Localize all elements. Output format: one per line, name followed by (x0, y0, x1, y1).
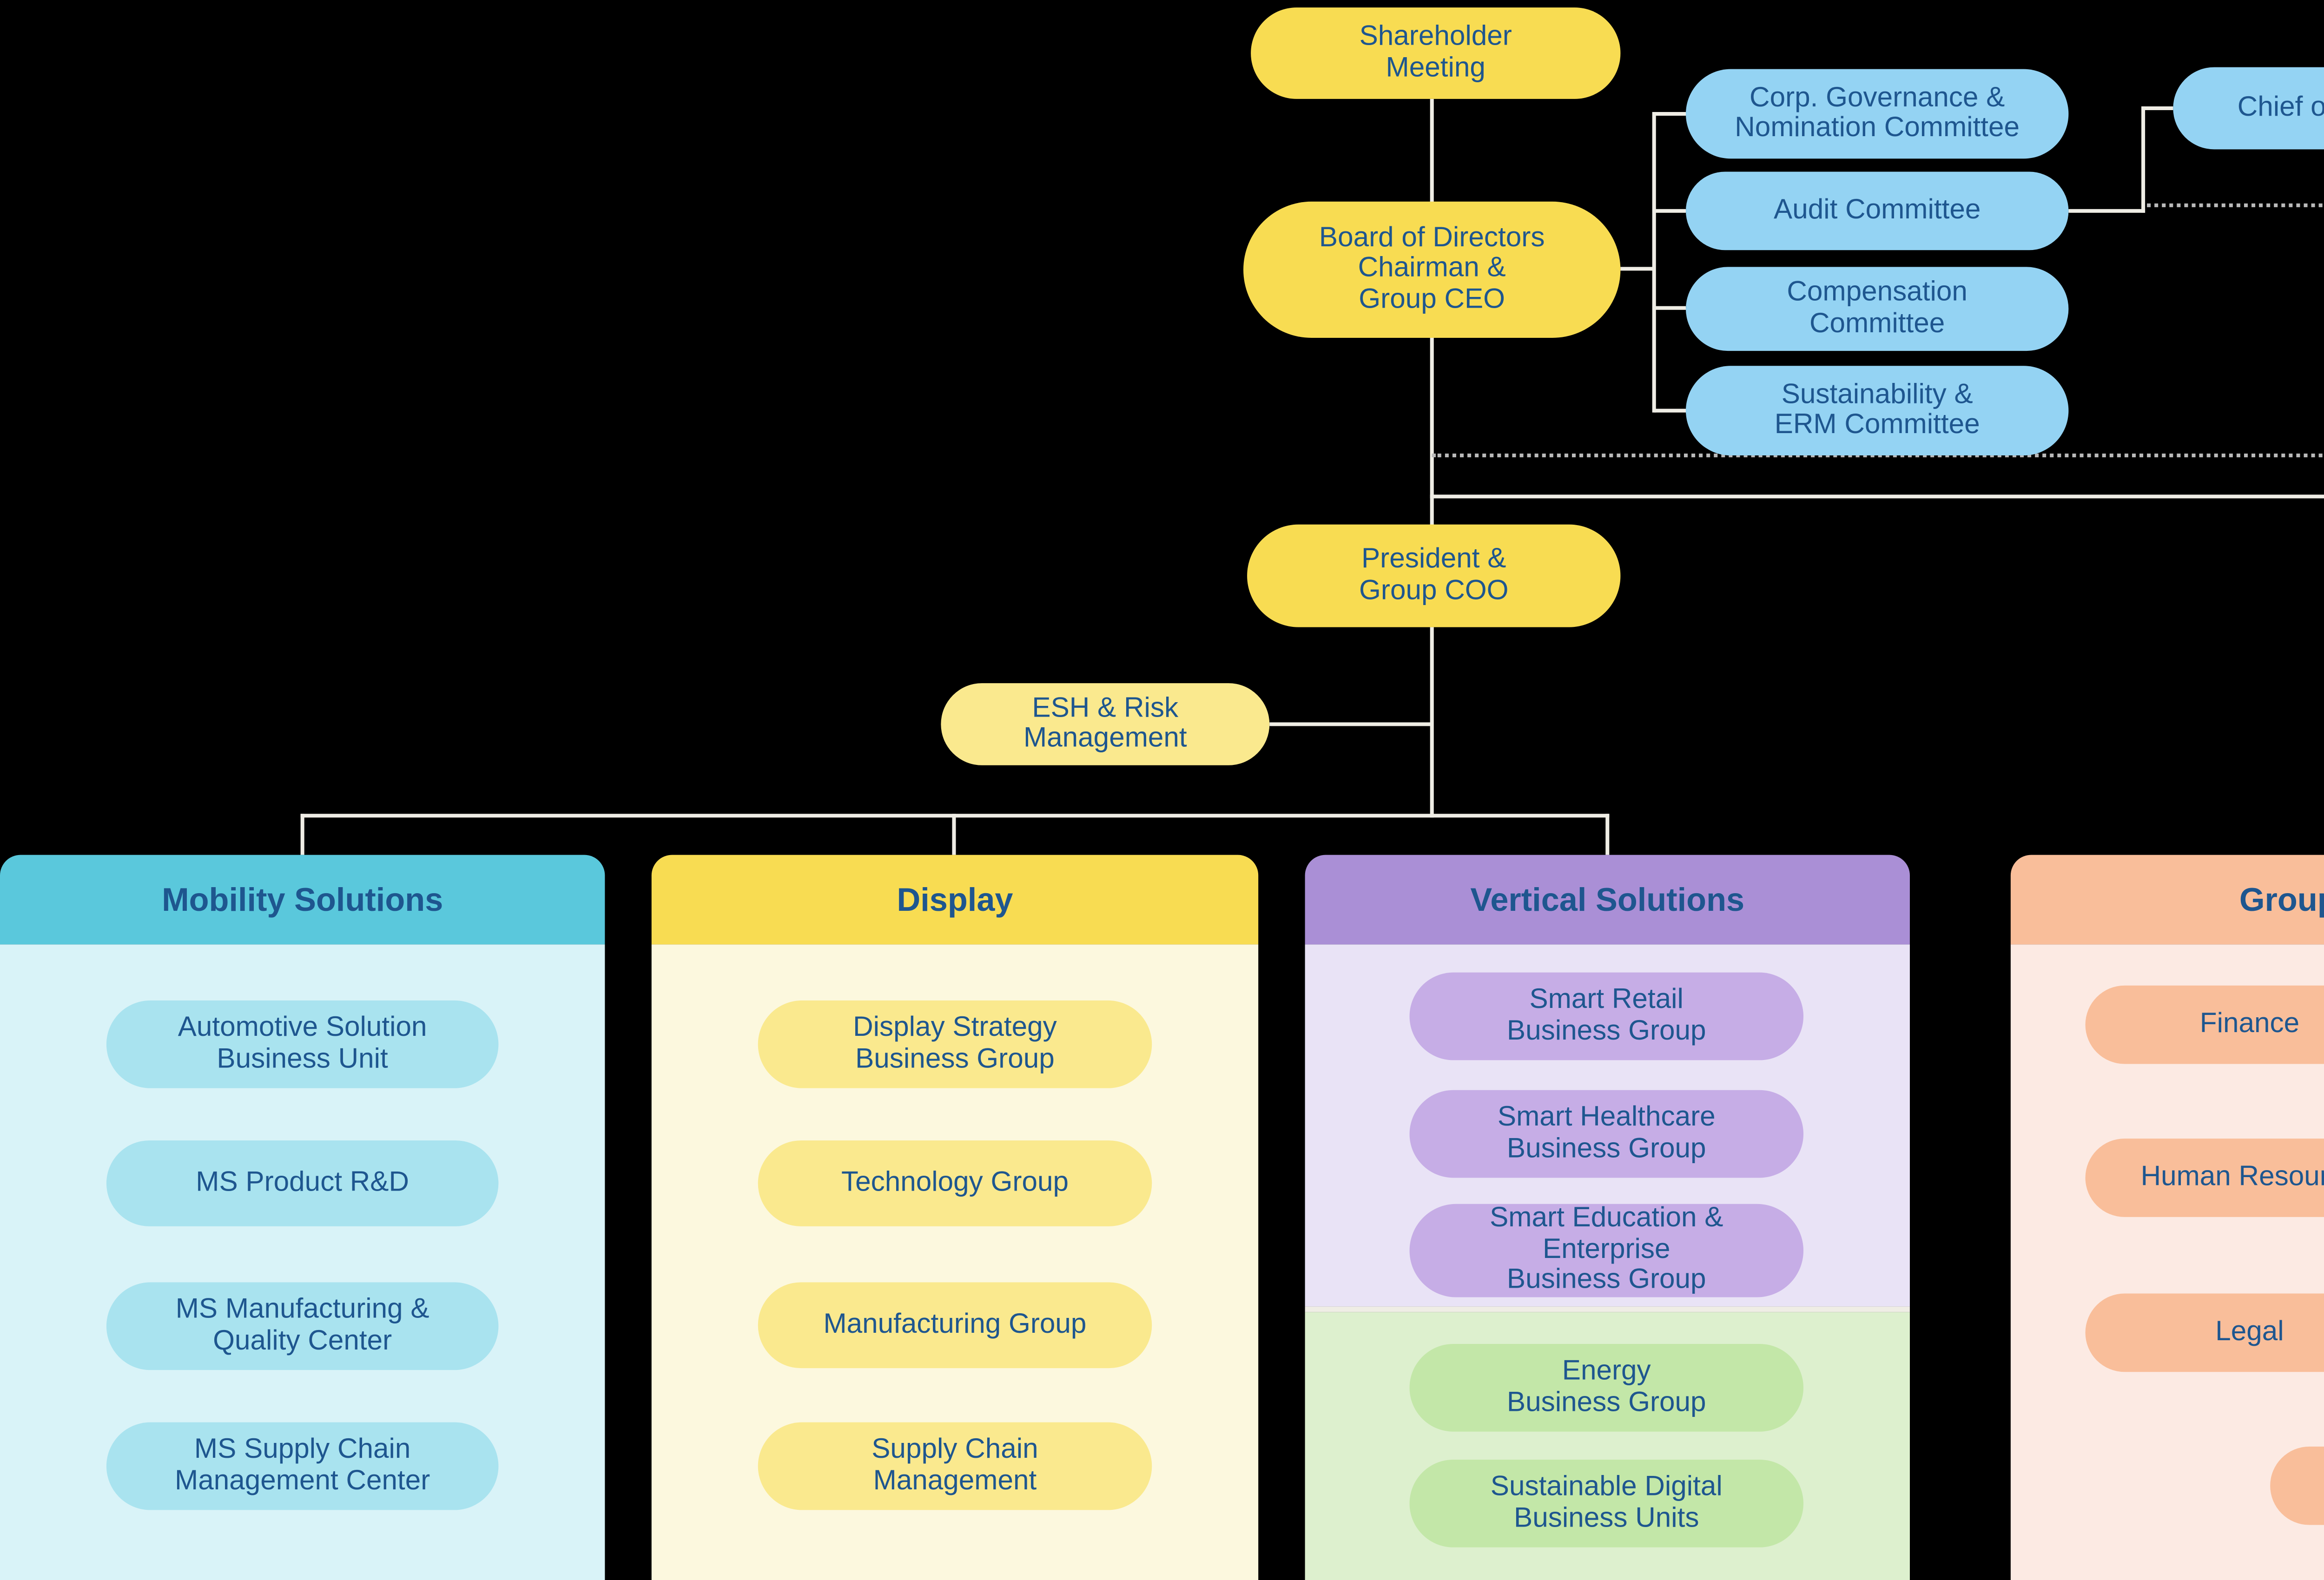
section-divider (1305, 1306, 1910, 1312)
mobility-solutions-header: Mobility Solutions (0, 855, 605, 945)
node-board-of-directors: Board of Directors Chairman & Group CEO (1243, 201, 1621, 338)
node-supply-chain-management: Supply Chain Management (758, 1422, 1152, 1510)
node-compensation-committee: Compensation Committee (1685, 267, 2069, 351)
node-ms-product-rd: MS Product R&D (106, 1140, 499, 1226)
dotted-connector-line (1432, 454, 2324, 458)
node-chief-of-compliance: Chief of Compliance (2173, 67, 2324, 150)
node-finance: Finance (2085, 985, 2324, 1064)
connector-line (1654, 408, 1686, 413)
node-sustainable-digital-units: Sustainable Digital Business Units (1409, 1459, 1804, 1547)
node-automotive-solution-bu: Automotive Solution Business Unit (106, 1000, 499, 1088)
node-energy-business-group: Energy Business Group (1409, 1343, 1804, 1432)
node-president-group-coo: President & Group COO (1247, 524, 1621, 627)
connector-line (952, 814, 956, 855)
node-smart-retail-group: Smart Retail Business Group (1409, 972, 1804, 1060)
connector-line (1620, 267, 1654, 271)
node-legal: Legal (2085, 1293, 2324, 1372)
node-shareholder-meeting: Shareholder Meeting (1251, 7, 1621, 99)
connector-line (1652, 112, 1656, 413)
connector-line (1430, 494, 2324, 499)
node-ms-manufacturing-quality: MS Manufacturing & Quality Center (106, 1282, 499, 1370)
connector-line (1654, 112, 1686, 116)
connector-line (1654, 306, 1686, 310)
node-smart-healthcare-group: Smart Healthcare Business Group (1409, 1090, 1804, 1178)
node-smart-education-enterprise-group: Smart Education & Enterprise Business Gr… (1409, 1203, 1804, 1297)
node-technology-group: Technology Group (758, 1140, 1152, 1226)
node-corp-governance-committee: Corp. Governance & Nomination Committee (1685, 69, 2069, 159)
dotted-connector-line (2147, 203, 2324, 207)
connector-line (2068, 209, 2146, 213)
display-header: Display (651, 855, 1259, 945)
connector-line (2141, 106, 2173, 110)
node-audit-committee: Audit Committee (1685, 171, 2069, 250)
connector-line (1605, 814, 1610, 855)
connector-line (2141, 106, 2146, 213)
node-sustainability-erm-committee: Sustainability & ERM Committee (1685, 366, 2069, 456)
connector-line (300, 814, 304, 855)
group-infrastructure-header: Group Infrastructure Unit (2010, 855, 2324, 945)
connector-line (1430, 336, 1434, 527)
node-manufacturing-group: Manufacturing Group (758, 1282, 1152, 1369)
vertical-solutions-header: Vertical Solutions (1305, 855, 1910, 945)
node-esh-risk-management: ESH & Risk Management (941, 683, 1270, 765)
node-human-resource: Human Resource (2085, 1139, 2324, 1217)
connector-line (1430, 627, 1434, 818)
connector-line (1269, 722, 1432, 726)
connector-line (1430, 99, 1434, 204)
node-display-strategy-group: Display Strategy Business Group (758, 1000, 1152, 1088)
node-ms-supply-chain: MS Supply Chain Management Center (106, 1422, 499, 1510)
connector-line (1654, 209, 1686, 213)
